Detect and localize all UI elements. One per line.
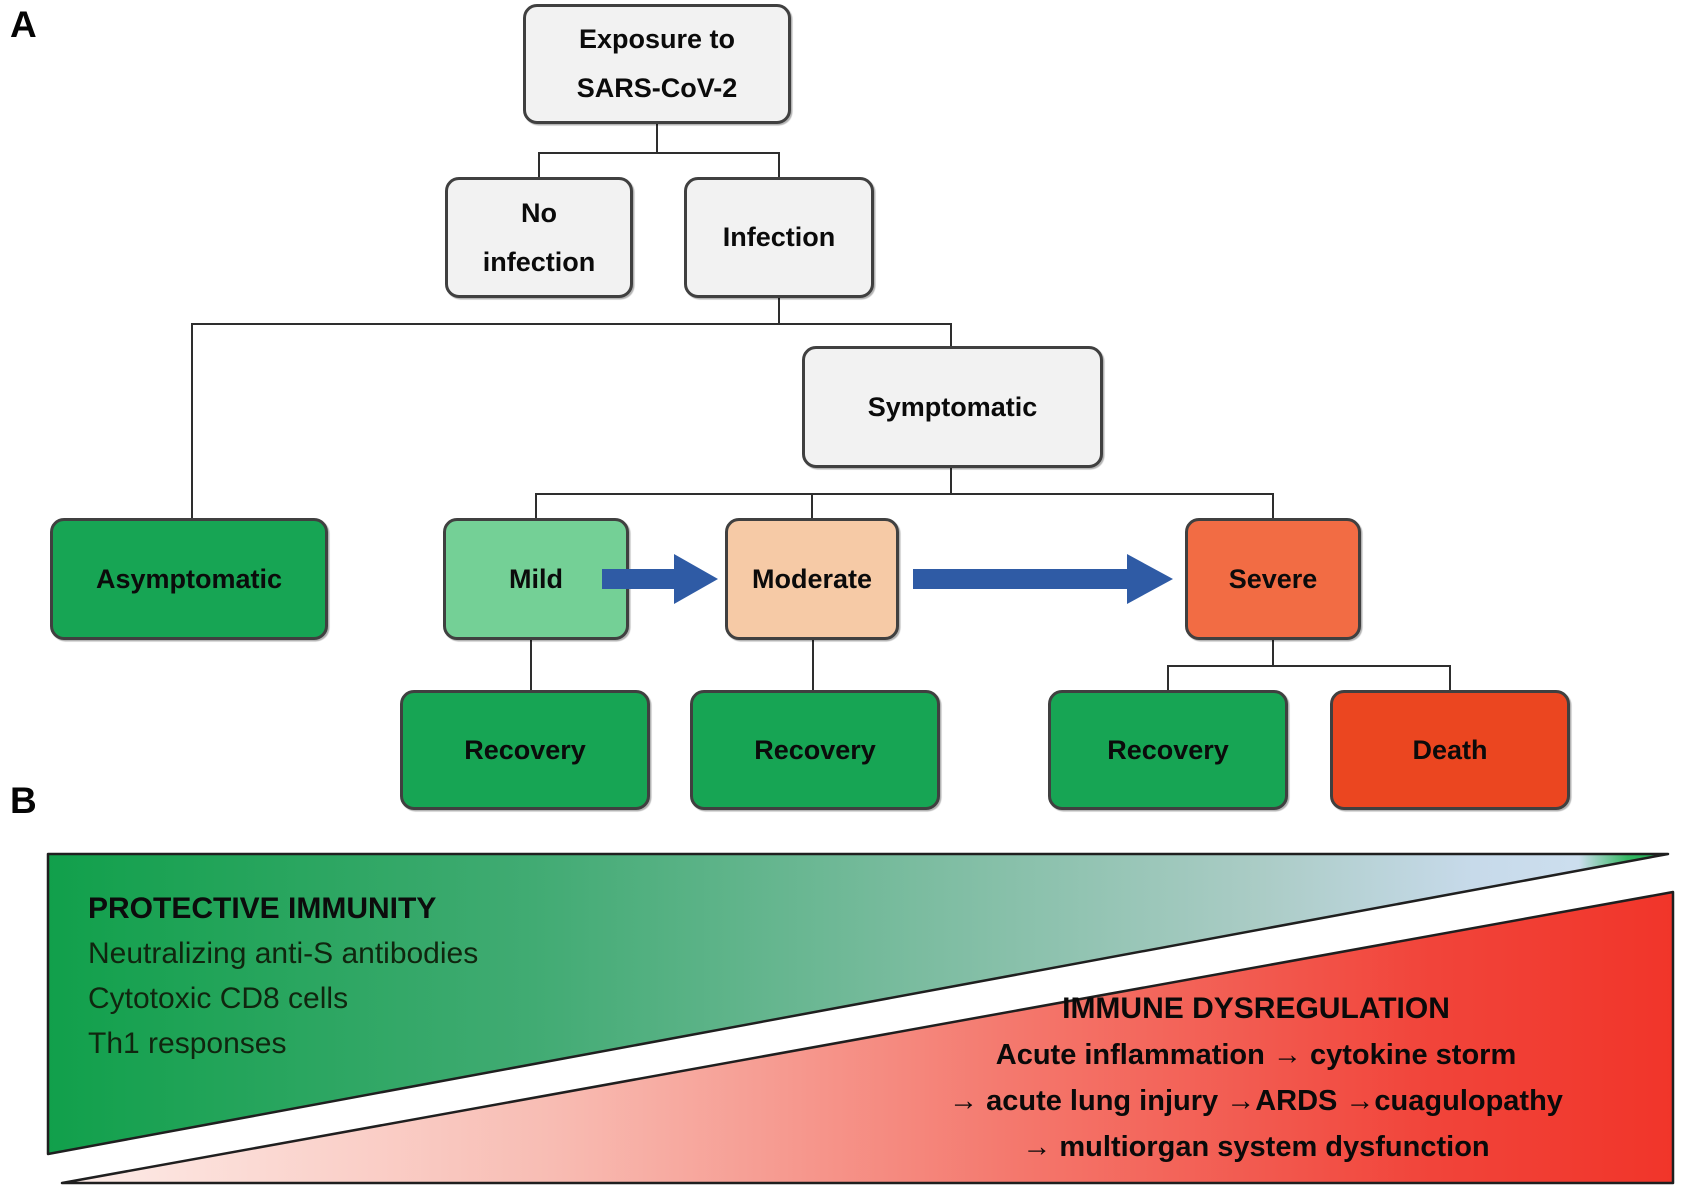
panel-a-label: A	[10, 4, 37, 45]
node-recovery-moderate: Recovery	[690, 690, 940, 810]
connector-line	[812, 640, 814, 691]
immune-dysregulation-triangle	[60, 890, 1675, 1185]
connector-line	[1167, 665, 1451, 667]
node-moderate: Moderate	[725, 518, 899, 640]
node-mild: Mild	[443, 518, 629, 640]
connector-line	[530, 640, 532, 691]
node-death: Death	[1330, 690, 1570, 810]
protective-immunity-line: Cytotoxic CD8 cells	[88, 982, 349, 1015]
connector-line	[656, 124, 658, 153]
connector-line	[1167, 665, 1169, 691]
node-symptomatic: Symptomatic	[802, 346, 1103, 468]
protective-immunity-line: Neutralizing anti-S antibodies	[88, 937, 479, 970]
connector-line	[778, 152, 780, 179]
immune-dysregulation-text: IMMUNE DYSREGULATION Acute inflammation …	[886, 986, 1626, 1170]
node-no-infection: No infection	[445, 177, 633, 298]
connector-line	[811, 493, 813, 520]
connector-line	[538, 152, 780, 154]
arrow-right-icon	[602, 554, 718, 604]
connector-line	[538, 152, 540, 179]
connector-line	[535, 493, 1274, 495]
connector-line	[1272, 640, 1274, 666]
protective-immunity-text: PROTECTIVE IMMUNITY Neutralizing anti-S …	[88, 886, 848, 1066]
protective-immunity-line: Th1 responses	[88, 1027, 287, 1060]
node-exposure: Exposure to SARS-CoV-2	[523, 4, 791, 124]
immune-dysregulation-title: IMMUNE DYSREGULATION	[1062, 992, 1450, 1025]
connector-line	[950, 466, 952, 494]
immune-dysregulation-line: Acute inflammation → cytokine storm	[995, 1039, 1517, 1071]
node-infection: Infection	[684, 177, 874, 298]
panel-b-label: B	[10, 780, 37, 821]
protective-immunity-title: PROTECTIVE IMMUNITY	[88, 892, 437, 925]
immune-dysregulation-line: → multiorgan system dysfunction	[1022, 1131, 1490, 1163]
arrow-moderate-to-severe-icon	[913, 547, 1175, 611]
arrow-right-icon	[913, 554, 1173, 604]
node-recovery-severe: Recovery	[1048, 690, 1288, 810]
immune-dysregulation-line: → acute lung injury →ARDS →cuagulopathy	[949, 1085, 1563, 1117]
connector-line	[1449, 665, 1451, 691]
immunity-gradient-panel: PROTECTIVE IMMUNITY Neutralizing anti-S …	[46, 852, 1676, 1188]
connector-line	[1272, 493, 1274, 520]
connector-line	[191, 323, 193, 520]
node-recovery-mild: Recovery	[400, 690, 650, 810]
protective-immunity-triangle	[46, 852, 1670, 1156]
connector-line	[191, 323, 952, 325]
node-severe: Severe	[1185, 518, 1361, 640]
connector-line	[950, 323, 952, 348]
node-asymptomatic: Asymptomatic	[50, 518, 328, 640]
connector-line	[778, 297, 780, 325]
arrow-mild-to-moderate-icon	[602, 547, 720, 611]
connector-line	[535, 493, 537, 520]
